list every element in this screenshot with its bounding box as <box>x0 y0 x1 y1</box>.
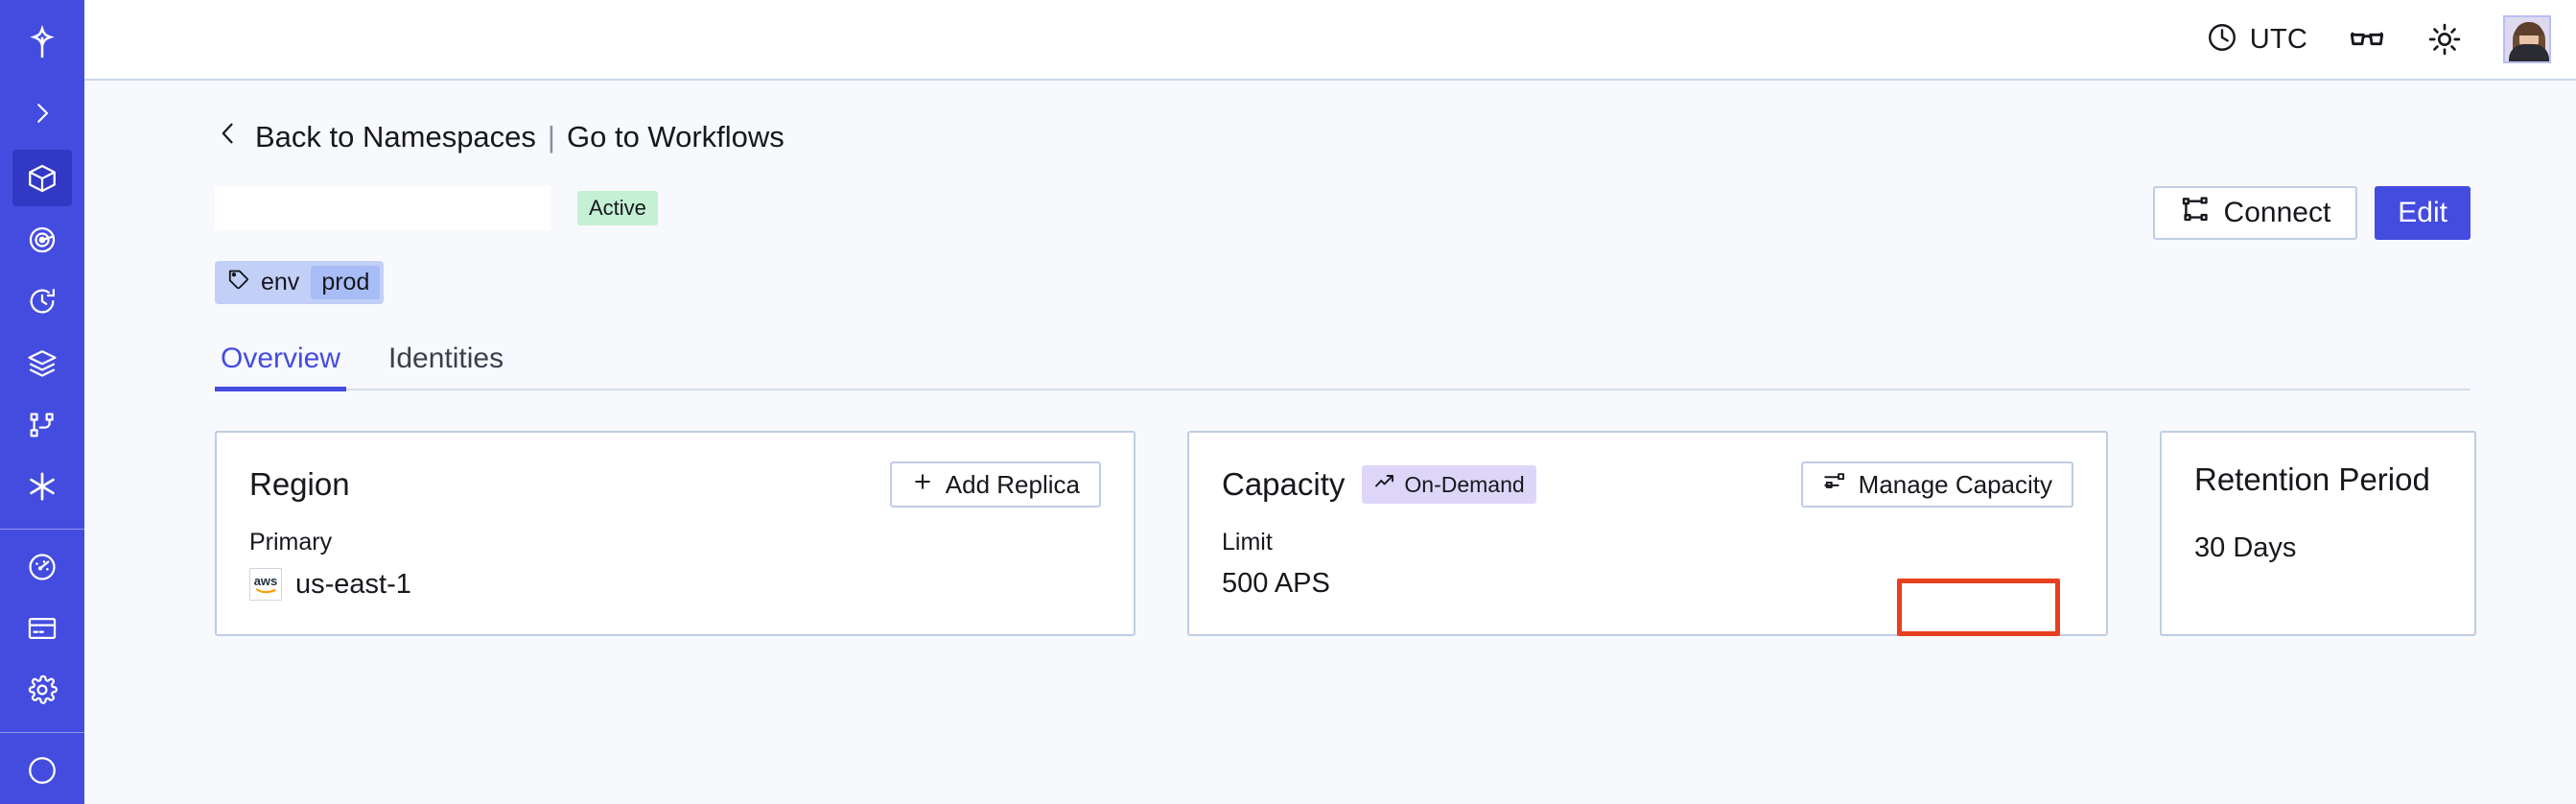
clock-icon <box>2206 21 2238 59</box>
trending-up-icon <box>1373 470 1396 499</box>
chevron-right-icon[interactable] <box>12 84 72 140</box>
capacity-card: Capacity On-Demand <box>1187 431 2108 636</box>
sidebar-item-billing[interactable] <box>12 601 72 656</box>
manage-capacity-label: Manage Capacity <box>1858 469 2052 499</box>
edit-label: Edit <box>2398 197 2447 228</box>
capacity-value: 500 APS <box>1222 568 1330 599</box>
breadcrumb: Back to Namespaces | Go to Workflows <box>215 117 2471 157</box>
overview-cards: Region Add Replica <box>215 431 2476 636</box>
sidebar-divider-1 <box>0 528 84 530</box>
sidebar-item-observability[interactable] <box>12 212 72 268</box>
region-card-title: Region <box>249 466 350 502</box>
sidebar-item-usage[interactable] <box>12 539 72 595</box>
capacity-sub-label: Limit <box>1222 529 1273 556</box>
region-card: Region Add Replica <box>215 431 1136 636</box>
status-badge: Active <box>577 191 658 225</box>
tab-identities[interactable]: Identities <box>388 343 504 374</box>
sidebar-item-layers[interactable] <box>12 336 72 391</box>
retention-value: 30 Days <box>2194 532 2297 563</box>
back-label: Back to Namespaces <box>255 120 536 154</box>
sidebar-item-help[interactable] <box>12 743 72 798</box>
content-area: Back to Namespaces | Go to Workflows Act… <box>84 81 2576 804</box>
add-replica-button[interactable]: Add Replica <box>889 461 1101 508</box>
top-bar: UTC <box>84 0 2576 81</box>
avatar-body <box>2509 44 2549 61</box>
plus-icon <box>911 470 934 500</box>
namespace-name-redacted <box>215 186 550 230</box>
back-to-namespaces-link[interactable]: Back to Namespaces <box>215 117 536 157</box>
capacity-card-title: Capacity <box>1222 466 1346 502</box>
namespace-header: Active <box>215 186 2471 246</box>
tag-icon <box>226 267 251 298</box>
tab-bar: Overview Identities <box>215 343 2471 391</box>
connect-button[interactable]: Connect <box>2152 186 2358 240</box>
glasses-icon[interactable] <box>2348 20 2386 59</box>
breadcrumb-separator: | <box>547 120 555 154</box>
aws-logo-text: aws <box>253 573 278 588</box>
region-value: us-east-1 <box>295 568 411 600</box>
sidebar-item-nexus[interactable] <box>12 459 72 514</box>
timezone-selector[interactable]: UTC <box>2206 21 2307 59</box>
timezone-label: UTC <box>2249 23 2307 55</box>
tab-overview[interactable]: Overview <box>215 343 347 391</box>
edit-button[interactable]: Edit <box>2375 186 2471 240</box>
sun-icon[interactable] <box>2426 21 2463 58</box>
tag-list: env prod <box>215 261 2471 304</box>
region-sub-label: Primary <box>249 529 333 556</box>
temporal-logo-icon[interactable] <box>12 15 72 71</box>
sidebar-item-schedules[interactable] <box>12 397 72 453</box>
retention-card-title: Retention Period <box>2194 461 2430 497</box>
capacity-mode-label: On-Demand <box>1404 471 1525 497</box>
avatar-fringe <box>2515 22 2543 35</box>
sliders-icon <box>1822 469 1847 501</box>
tag-value: prod <box>311 266 381 299</box>
chevron-left-icon <box>215 117 242 157</box>
aws-logo: aws <box>249 568 282 601</box>
retention-card: Retention Period 30 Days <box>2160 431 2476 636</box>
add-replica-label: Add Replica <box>945 469 1080 499</box>
sidebar-divider-2 <box>0 731 84 733</box>
sidebar-item-history[interactable] <box>12 273 72 329</box>
connect-label: Connect <box>2223 197 2331 228</box>
sidebar-item-settings[interactable] <box>12 662 72 718</box>
capacity-mode-badge: On-Demand <box>1362 465 1536 504</box>
namespace-tag[interactable]: env prod <box>215 261 385 304</box>
sidebar <box>0 0 84 804</box>
header-actions: Connect Edit <box>2152 186 2471 240</box>
go-to-workflows-link[interactable]: Go to Workflows <box>566 120 785 154</box>
connect-icon <box>2180 194 2211 232</box>
main-region: UTC <box>84 0 2576 804</box>
sidebar-item-namespaces[interactable] <box>12 150 72 206</box>
tag-key: env <box>261 269 300 296</box>
avatar[interactable] <box>2503 15 2551 63</box>
manage-capacity-button[interactable]: Manage Capacity <box>1800 461 2073 508</box>
